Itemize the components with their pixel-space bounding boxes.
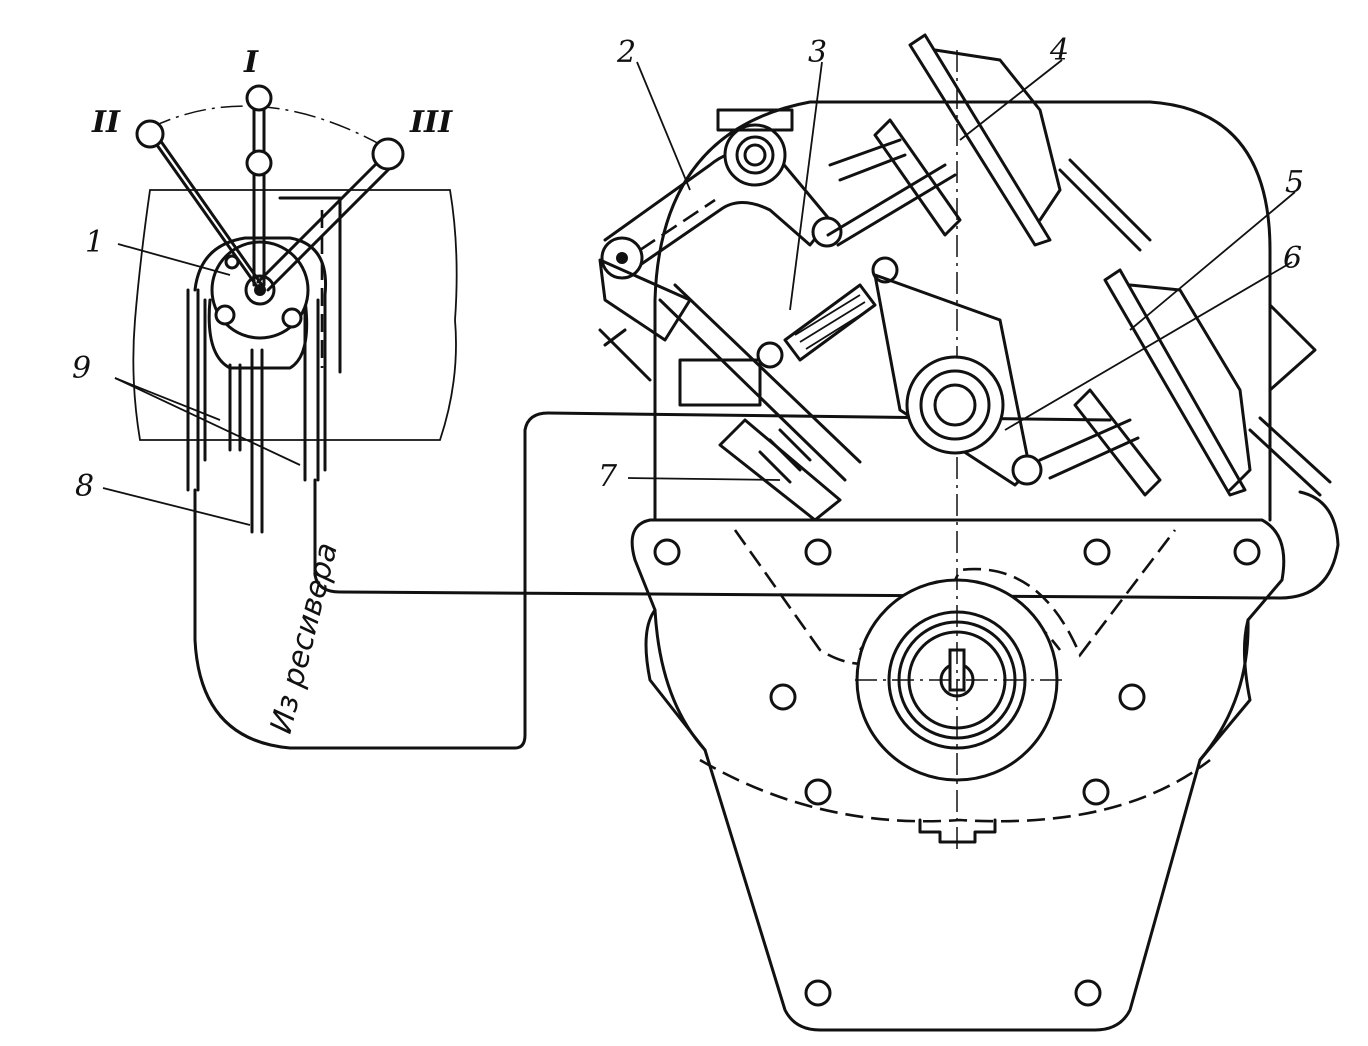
- label-9: 9: [72, 351, 91, 386]
- position-II: II: [91, 105, 121, 140]
- label-5: 5: [1285, 165, 1304, 200]
- label-4: 4: [1049, 33, 1069, 68]
- air-line-return: [313, 478, 1340, 600]
- label-2: 2: [616, 35, 636, 70]
- label-8: 8: [75, 469, 94, 504]
- position-I: I: [243, 45, 259, 80]
- bolt-holes: [653, 538, 1261, 1007]
- label-7: 7: [598, 459, 618, 494]
- mechanism-housing: [630, 50, 1286, 1032]
- position-III: III: [409, 105, 453, 140]
- label-6: 6: [1283, 241, 1302, 276]
- caption-from-receiver: Из ресивера: [264, 539, 345, 737]
- leader-lines: [102, 59, 1296, 526]
- label-1: 1: [85, 225, 104, 260]
- control-valve: [132, 84, 458, 534]
- label-3: 3: [808, 35, 827, 70]
- lever-linkage: [598, 33, 1332, 522]
- air-line: [193, 411, 1112, 750]
